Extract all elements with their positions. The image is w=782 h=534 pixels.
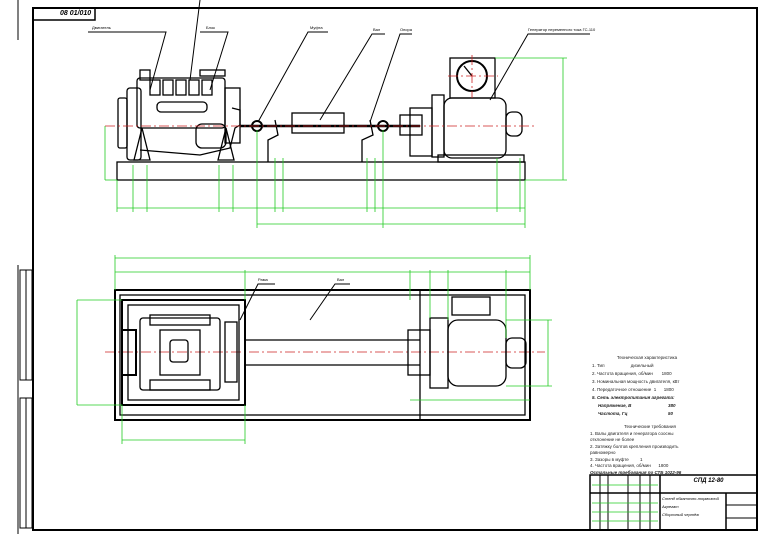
front-dimensions	[104, 57, 567, 228]
req-line: 3. Зазоры в муфте 1	[590, 456, 643, 462]
title-block	[589, 474, 758, 531]
title-name-line: Стенд обкаточно-тормозной	[662, 496, 719, 501]
title-name-line: Агрегат	[662, 504, 679, 509]
label-generator: Генератор переменного тока ГС-110	[528, 27, 596, 32]
base-frame	[116, 161, 526, 181]
spec-line: 2. Частота вращения, об/мин 1800	[592, 371, 672, 376]
title-name-line: Сборочный чертёж	[662, 512, 700, 517]
label-coupling: Муфта	[310, 25, 323, 30]
requirement-notes: Технические требования 1. Валы двигателя…	[590, 424, 710, 476]
stamp-box	[32, 7, 96, 21]
label-engine: Двигатель	[92, 25, 111, 30]
req-footer: Остальные требования по СТБ 1022-96	[590, 469, 682, 475]
shaft	[240, 112, 423, 162]
spec-line: 4. Передаточное отношение 1 1800	[592, 387, 674, 392]
req-line: 2. Затяжку болтов крепления производить	[590, 443, 679, 449]
label-plan-shaft: Вал	[337, 277, 345, 282]
stamp-code: 08 01/010	[60, 10, 92, 17]
req-line: 1. Валы двигателя и генератора соосны	[590, 430, 674, 436]
label-shaft: Вал	[373, 27, 381, 32]
voltage-label: Напряжение, В	[598, 403, 632, 408]
spec-line: 1. Тип дизельный	[592, 363, 654, 368]
spec-notes: Техническая характеристика 1. Тип дизель…	[592, 354, 702, 418]
label-frame: Рама	[258, 277, 268, 282]
req-line: равномерно	[590, 450, 616, 455]
spec-title: Техническая характеристика	[616, 355, 678, 360]
label-support: Опора	[400, 27, 412, 32]
plan-view	[114, 283, 531, 421]
engine	[117, 69, 241, 161]
label-block: Блок	[206, 25, 215, 30]
plan-dimensions	[76, 255, 552, 444]
req-line: 4. Частота вращения, об/мин 1800	[590, 463, 669, 468]
req-title: Технические требования	[624, 424, 676, 429]
frequency-value: 50	[668, 411, 674, 416]
plan-base-frame	[114, 289, 531, 421]
spec-line: 3. Номинальная мощность двигателя, кВт	[592, 379, 680, 384]
frequency-label: Частота, Гц	[598, 411, 628, 416]
voltage-value: 380	[668, 403, 676, 408]
title-designation: СПД 12-80	[693, 478, 724, 484]
spec-section: 5. Сеть электропитания агрегата:	[592, 395, 675, 400]
drawing-frame	[32, 7, 758, 531]
req-line: отклонение не более	[590, 437, 635, 442]
front-view	[88, 0, 590, 181]
generator	[409, 57, 525, 163]
